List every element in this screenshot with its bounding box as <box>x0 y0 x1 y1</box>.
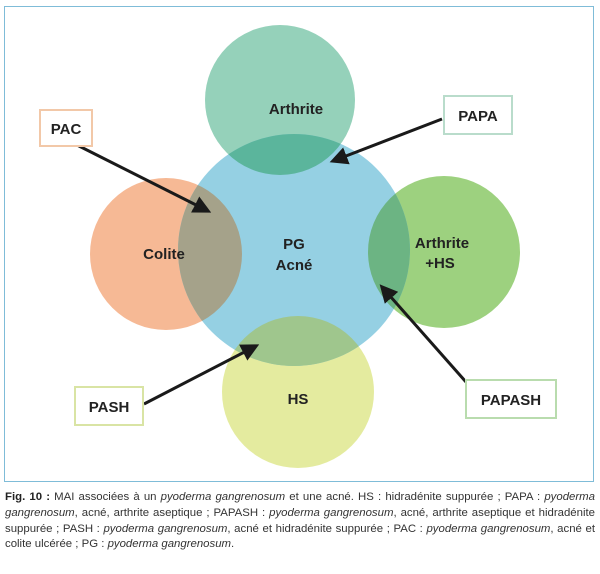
venn-diagram: Arthrite Colite PG Acné Arthrite +HS HS … <box>39 25 557 468</box>
caption-italic: pyoderma gangrenosum <box>426 522 551 535</box>
arrow-papash <box>379 284 468 383</box>
figure-caption: Fig. 10 : MAI associées à un pyoderma ga… <box>5 490 595 553</box>
box-papa: PAPA <box>443 95 513 135</box>
box-pac: PAC <box>39 109 93 147</box>
caption-text: , acné et colite ulcérée ; PG : <box>5 522 596 551</box>
caption-text: , acné et hidradénite suppurée ; PAC : <box>227 522 427 535</box>
box-papash: PAPASH <box>465 379 557 419</box>
arrow-pash <box>143 344 260 406</box>
caption-italic: pyoderma gangrenosum <box>5 491 595 519</box>
label-acne: Acné <box>276 257 313 274</box>
label-plus-hs: +HS <box>425 255 455 272</box>
arrow-pac <box>74 142 212 213</box>
label-arthrite-top: Arthrite <box>269 101 323 118</box>
box-pash-label: PASH <box>89 399 130 416</box>
caption-text: et une acné. HS : hidradénite suppurée ;… <box>285 491 545 503</box>
caption-italic: pyoderma gangrenosum <box>107 538 232 551</box>
label-pg: PG <box>283 236 305 253</box>
box-papa-label: PAPA <box>458 108 498 125</box>
circle-center-pg-acne <box>178 134 410 366</box>
figure-frame <box>4 6 594 482</box>
box-pac-label: PAC <box>51 121 82 138</box>
caption-text: , acné, arthrite aseptique et hidradénit… <box>5 506 595 535</box>
caption-italic: pyoderma gangrenosum <box>103 522 228 535</box>
caption-text: , acné, arthrite aseptique ; PAPASH : <box>74 506 270 519</box>
label-colite: Colite <box>143 246 185 263</box>
caption-italic: pyoderma gangrenosum <box>269 506 394 519</box>
circle-right-arthrite-hs <box>368 176 520 328</box>
arrow-papa <box>329 117 443 165</box>
caption-fig-number: Fig. 10 : <box>5 491 50 503</box>
caption-text: MAI associées à un <box>50 491 161 503</box>
caption-text: . <box>231 538 235 551</box>
box-papash-label: PAPASH <box>481 392 541 409</box>
label-hs-bottom: HS <box>288 391 309 408</box>
label-arthrite-right: Arthrite <box>415 235 469 252</box>
caption-italic: pyoderma gangrenosum <box>160 491 286 503</box>
box-pash: PASH <box>74 386 144 426</box>
